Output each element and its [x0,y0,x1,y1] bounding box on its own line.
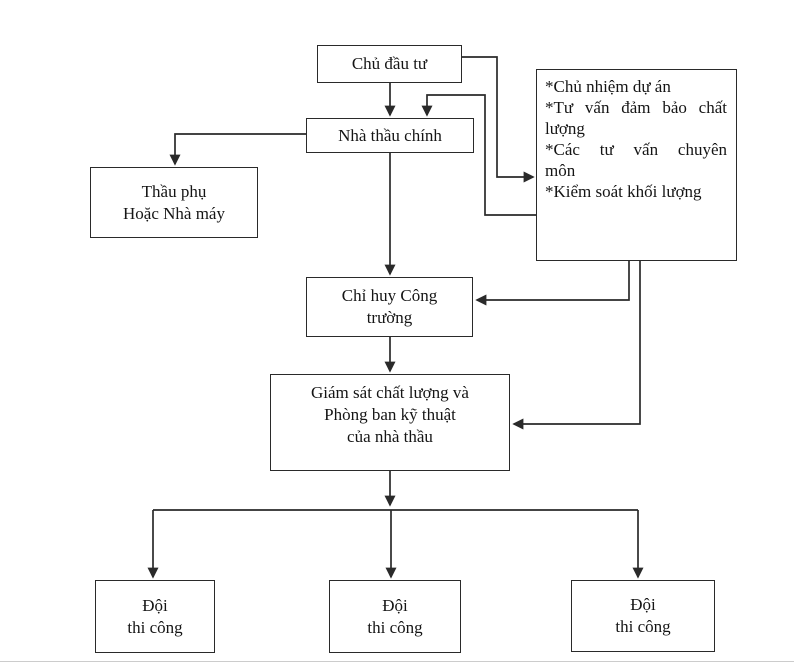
consultant-line-2: *Tư vấn đảm bảo chất [545,98,727,117]
box-investor-label: Chủ đầu tư [351,54,428,73]
box-investor: Chủ đầu tư [317,45,462,83]
box-construction-team-1: Đội thi công [95,580,215,653]
arrow-main-contractor-to-subcontractor [169,133,306,166]
box-consultant-team: *Chủ nhiệm dự án *Tư vấn đảm bảo chất lư… [536,69,737,261]
box-site-command-label: Chỉ huy Công trường [341,286,438,327]
arrow-consultants-to-site-command [475,261,630,306]
consultant-line-5: môn [545,161,576,180]
box-site-command: Chỉ huy Công trường [306,277,473,337]
box-subcontractor-label: Thầu phụ Hoặc Nhà máy [123,181,225,223]
box-construction-team-2: Đội thi công [329,580,461,653]
arrow-consultants-to-main-contractor [421,94,536,216]
box-quality-technical: Giám sát chất lượng và Phòng ban kỹ thuậ… [270,374,510,471]
page-bottom-rule [0,661,794,662]
box-construction-team-3-label: Đội thi công [615,595,671,636]
box-construction-team-2-label: Đội thi công [367,595,423,637]
box-construction-team-3: Đội thi công [571,580,715,652]
arrow-consultants-to-quality-tech [512,261,641,430]
consultant-line-3: lượng [545,119,585,138]
consultant-line-1: *Chủ nhiệm dự án [545,77,671,96]
box-subcontractor-or-factory: Thầu phụ Hoặc Nhà máy [90,167,258,238]
arrow-investor-to-consultants [462,56,535,183]
box-main-contractor: Nhà thầu chính [306,118,474,153]
box-main-contractor-label: Nhà thầu chính [338,125,442,145]
consultant-line-6: *Kiểm soát khối lượng [545,182,702,201]
box-construction-team-1-label: Đội thi công [127,595,183,637]
consultant-line-4: *Các tư vấn chuyên [545,140,727,159]
box-quality-technical-label: Giám sát chất lượng và Phòng ban kỹ thuậ… [311,383,469,446]
